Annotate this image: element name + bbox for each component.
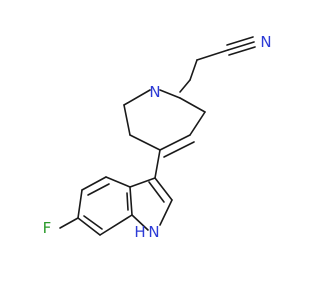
atom-label-n-nitrile: N [260,33,271,51]
bond [226,36,254,46]
bond [189,111,206,136]
bond [227,41,255,51]
bond [159,199,173,226]
bond [83,215,103,230]
bond [179,97,206,113]
bond [123,104,131,136]
bond [105,176,131,188]
bond [129,134,161,151]
bond [154,149,161,179]
bond [77,189,83,219]
bond [189,59,198,81]
bond [196,49,229,61]
bond [179,79,191,93]
bond [148,181,165,203]
bond [99,214,133,236]
bond [126,192,129,211]
atom-label-n-ring: N [149,83,160,101]
bond [123,89,151,106]
bond [77,217,101,236]
molecule-structure: N N F N H [43,33,272,241]
bond [129,177,156,188]
molecule-canvas: N N F N H [42,33,272,241]
bond [131,214,149,231]
bond [154,177,173,201]
bond [87,183,110,196]
bond [59,217,79,229]
bond [228,46,256,56]
atom-label-n-indole: N [148,223,159,241]
bond [163,141,195,158]
bond [129,186,133,216]
atom-label-f: F [43,219,52,237]
atom-label-h-indole: H [134,223,145,241]
bond [159,89,181,99]
bond [159,134,191,151]
bond [81,176,107,191]
